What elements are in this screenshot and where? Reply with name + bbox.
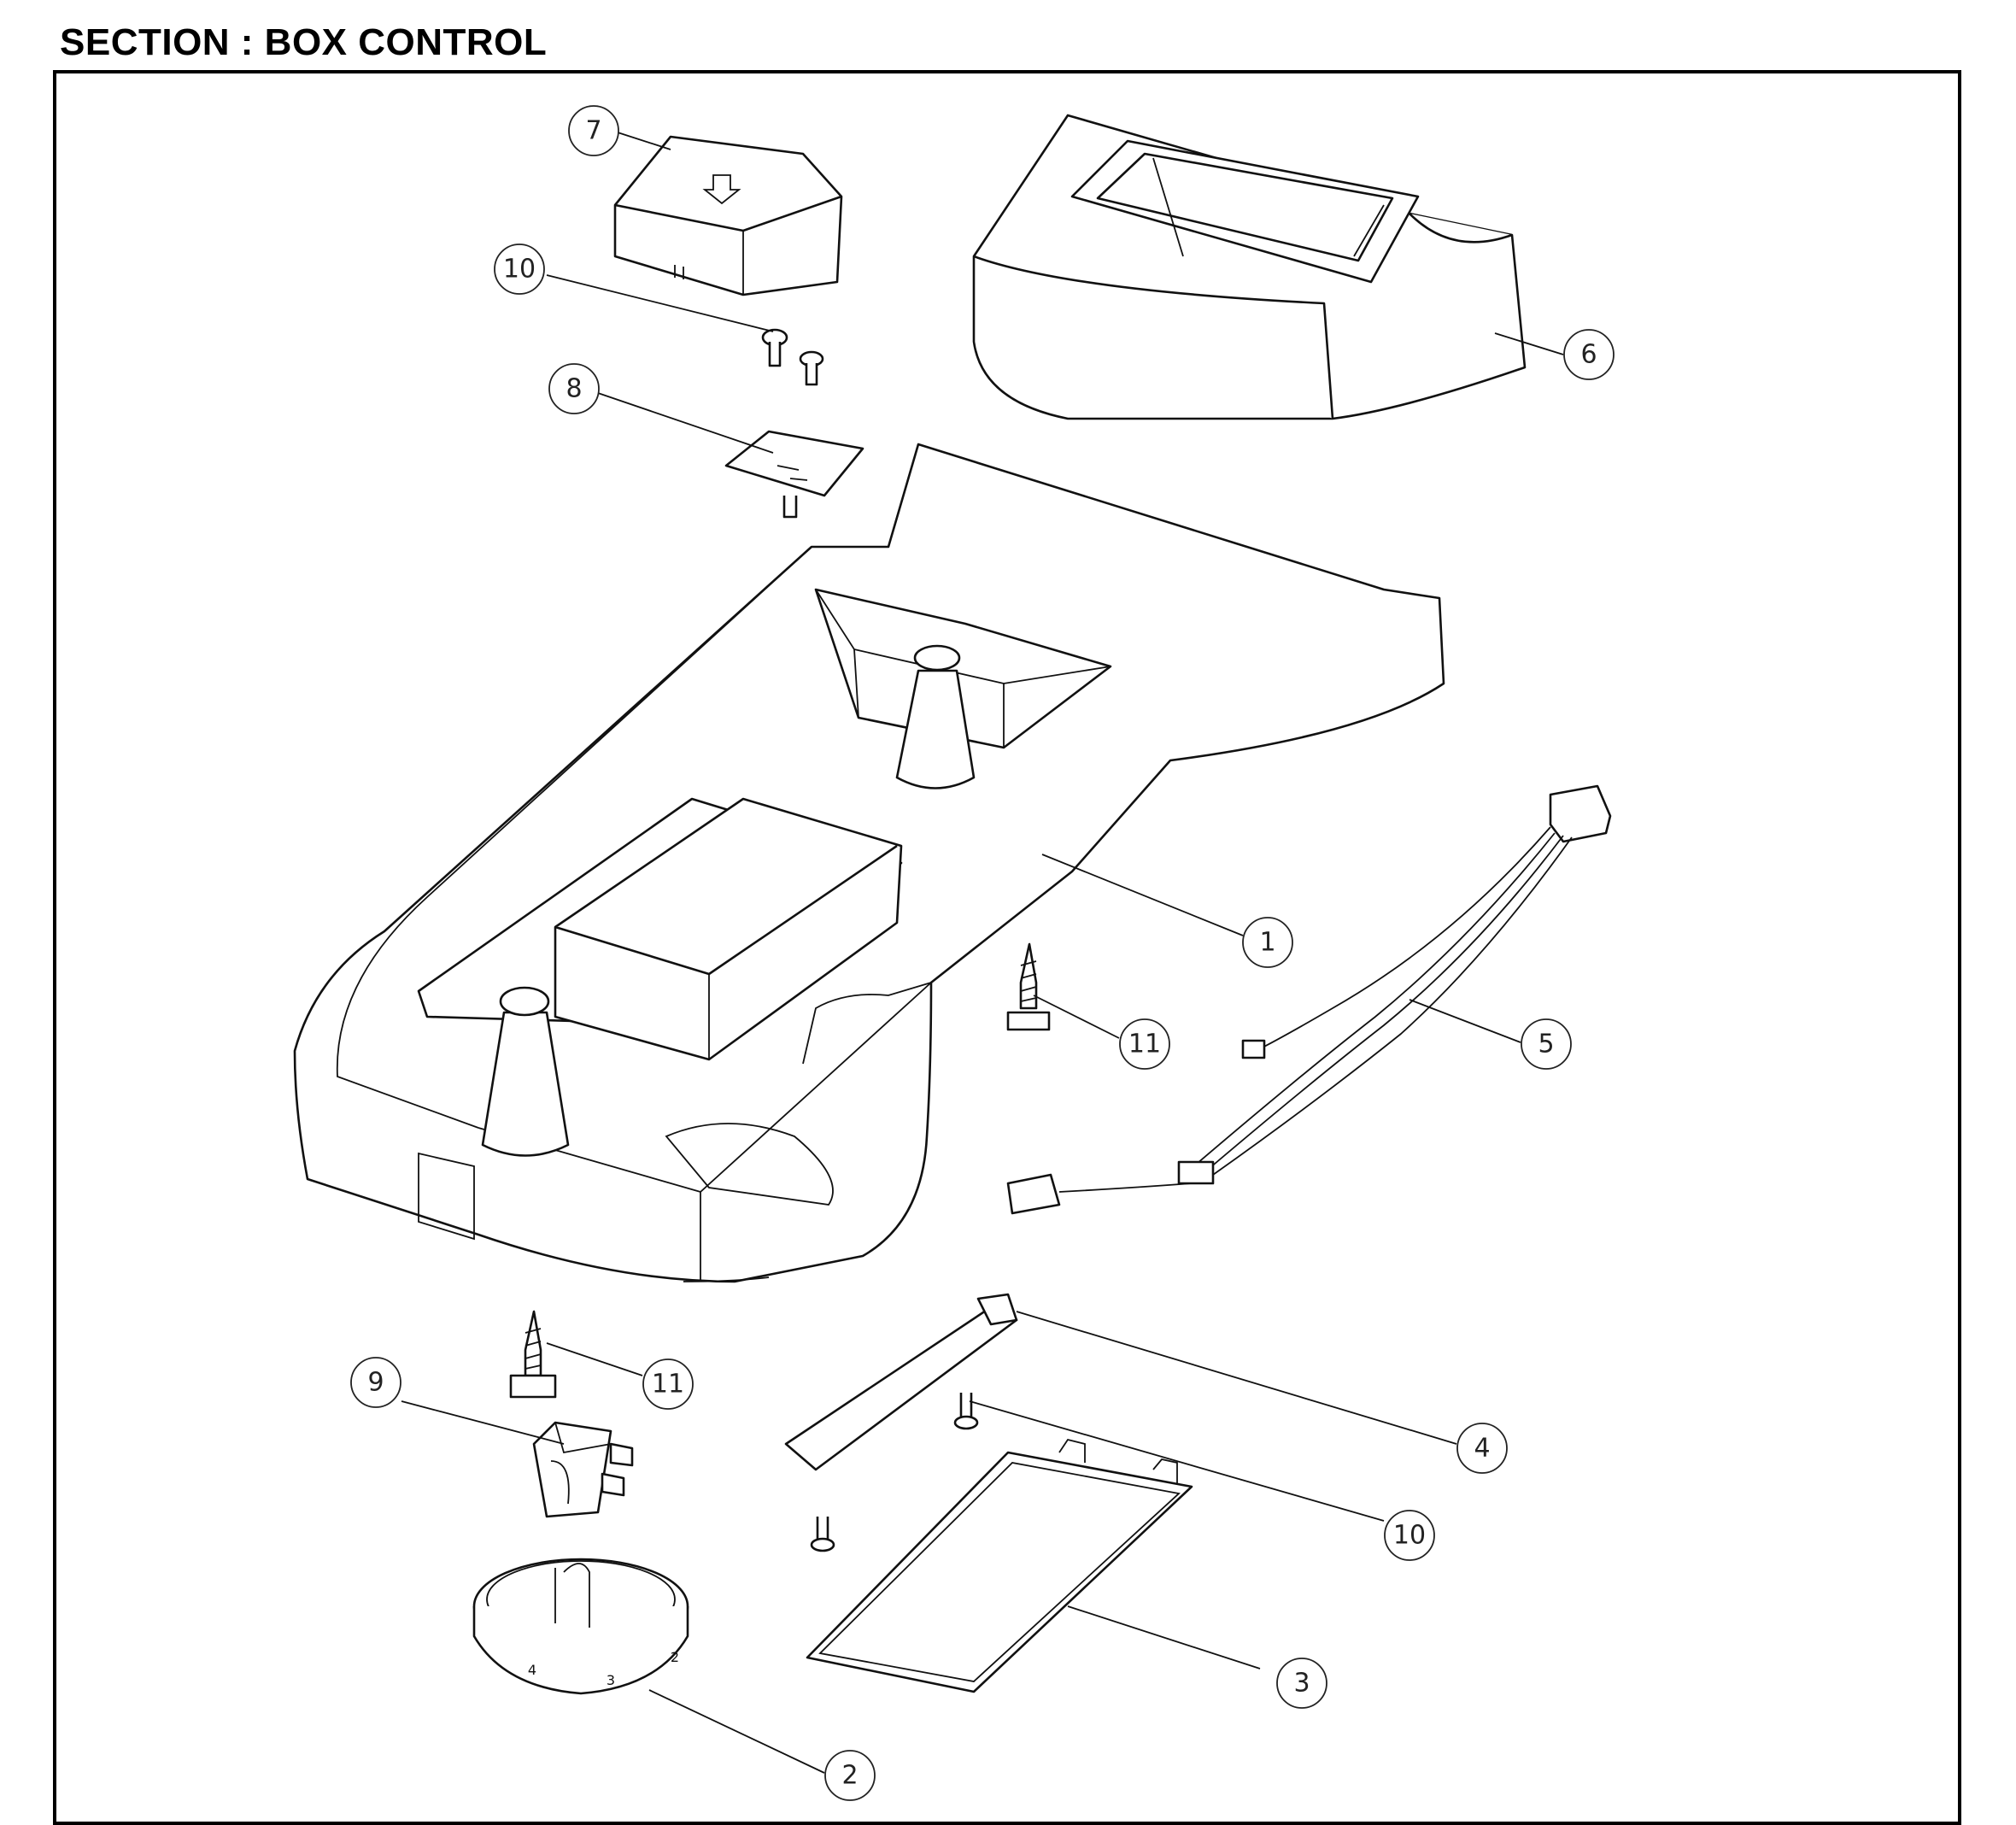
part-2-dial-ring [472,1558,689,1695]
callout-6: 6 [1563,329,1615,380]
part-5-wire-harness [1006,784,1612,1215]
part-4-bracket [784,1293,1018,1471]
part-10-screws-bottom [810,1393,979,1552]
callout-2: 2 [824,1750,876,1801]
callout-4: 4 [1456,1423,1508,1474]
part-7-cover [613,135,843,296]
callout-5-label: 5 [1538,1030,1554,1059]
callout-4-label: 4 [1474,1434,1490,1464]
callout-10-top-label: 10 [503,255,536,285]
callout-7-label: 7 [585,116,601,146]
dial-scale-label-3: 3 [607,1672,615,1688]
callout-1-label: 1 [1259,928,1275,958]
callout-2-label: 2 [841,1761,858,1791]
callout-9-label: 9 [367,1368,384,1398]
part-3-tray [806,1438,1193,1693]
dial-scale-label-2: 2 [671,1649,679,1665]
section-title: SECTION : BOX CONTROL [60,21,548,63]
callout-3: 3 [1276,1658,1327,1709]
callout-5: 5 [1521,1018,1572,1070]
leader-lines [401,132,1564,1774]
part-11-screw-right [1006,942,1051,1031]
callout-8-label: 8 [566,374,582,404]
callout-10-bottom-label: 10 [1393,1521,1426,1551]
part-11-screw-left [509,1310,557,1399]
callout-11-left: 11 [642,1358,694,1410]
callout-8: 8 [548,363,600,414]
part-8-board [724,430,864,519]
callout-1: 1 [1242,917,1293,968]
part-9-switch [532,1421,634,1518]
callout-11-left-label: 11 [652,1370,684,1400]
part-6-duct-housing [972,114,1527,420]
dial-scale-label-4: 4 [528,1662,536,1678]
callout-11-right: 11 [1119,1018,1170,1070]
callout-9: 9 [350,1357,401,1408]
callout-10-top: 10 [494,244,545,295]
callout-11-right-label: 11 [1128,1030,1161,1059]
callout-6-label: 6 [1580,340,1597,370]
callout-7: 7 [568,105,619,156]
part-1-box-housing [293,443,1445,1283]
callout-10-bottom: 10 [1384,1510,1435,1561]
part-10-screws-top [761,328,824,386]
callout-3-label: 3 [1293,1669,1310,1699]
